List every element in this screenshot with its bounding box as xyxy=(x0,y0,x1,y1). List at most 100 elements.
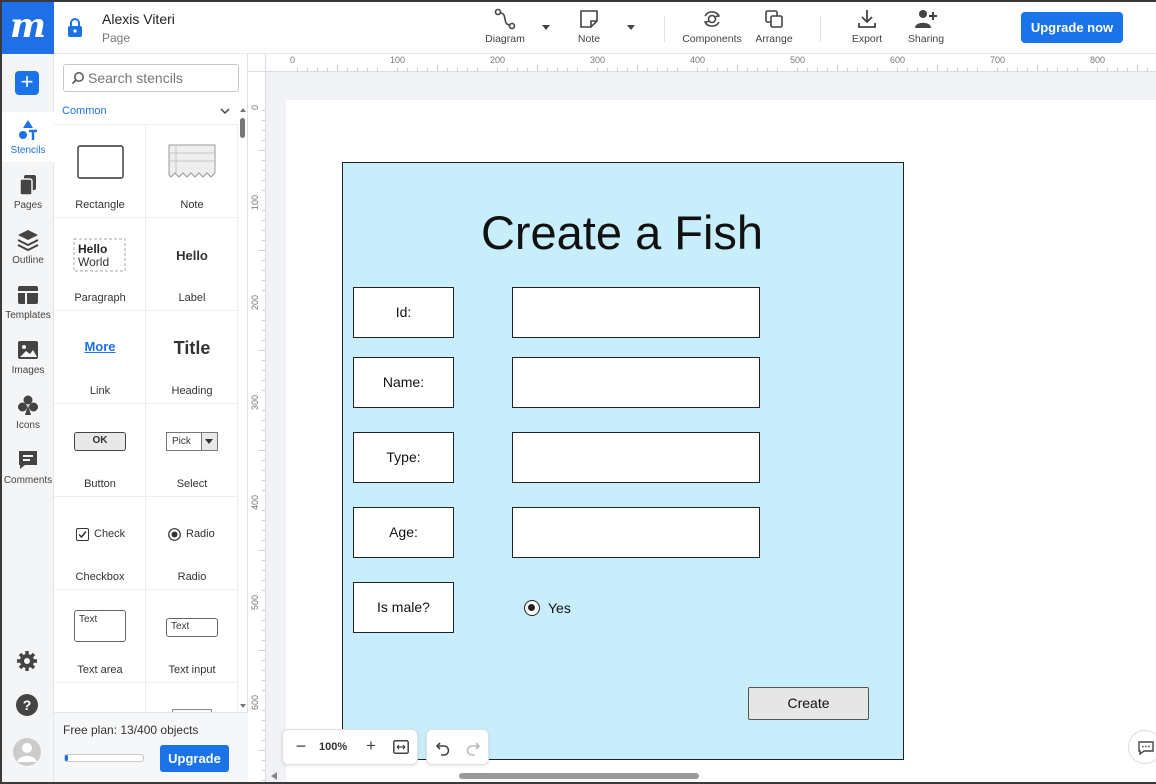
stencil-more-1[interactable] xyxy=(54,683,146,712)
ruler-h-minor-tick xyxy=(657,68,658,71)
export-button[interactable]: Export xyxy=(848,8,886,50)
ruler-v-minor-tick xyxy=(262,370,265,371)
stencil-text-area[interactable]: Text Text area xyxy=(54,590,146,683)
ruler-h-minor-tick xyxy=(517,68,518,71)
mockup-label-name[interactable]: Name: xyxy=(353,357,454,408)
stencil-grid: Rectangle Note Hello World Paragraph Hel… xyxy=(54,124,238,712)
stencil-paragraph[interactable]: Hello World Paragraph xyxy=(54,218,146,311)
note-button[interactable]: Note xyxy=(570,8,608,50)
stencil-label: Note xyxy=(180,199,204,211)
search-input[interactable] xyxy=(88,68,236,88)
diagram-button[interactable]: Diagram xyxy=(484,8,526,50)
ruler-v-minor-tick xyxy=(262,310,265,311)
document-title[interactable]: Alexis Viteri xyxy=(102,11,175,27)
document-subtitle: Page xyxy=(102,31,131,45)
mockup-label-is-male[interactable]: Is male? xyxy=(353,582,454,633)
ruler-h-minor-tick xyxy=(1017,68,1018,71)
rail-item-outline[interactable]: Outline xyxy=(2,222,54,272)
ruler-v-minor-tick xyxy=(262,170,265,171)
canvas-page[interactable]: Create a Fish Id: Name: Type: Age: Is ma… xyxy=(286,100,1156,782)
stencil-label: Button xyxy=(84,478,116,490)
rail-item-stencils[interactable]: Stencils xyxy=(2,112,54,162)
ruler-h-minor-tick xyxy=(807,68,808,71)
mockup-form[interactable]: Create a Fish Id: Name: Type: Age: Is ma… xyxy=(342,162,904,760)
help-icon[interactable]: ? xyxy=(15,693,39,717)
arrange-button[interactable]: Arrange xyxy=(753,8,795,50)
scroll-left-arrow-icon[interactable] xyxy=(270,771,278,781)
panel-scrollbar-thumb[interactable] xyxy=(240,118,245,138)
ruler-h-minor-tick xyxy=(567,68,568,71)
mockup-radio[interactable] xyxy=(524,600,540,616)
stencil-note[interactable]: Note xyxy=(146,125,238,218)
fit-to-screen-icon[interactable] xyxy=(393,740,409,754)
logo[interactable]: m xyxy=(2,2,54,54)
lock-icon[interactable] xyxy=(66,18,84,38)
ruler-h-minor-tick xyxy=(797,68,798,71)
components-button[interactable]: Components xyxy=(681,8,743,50)
panel-scrollbar[interactable] xyxy=(238,106,248,710)
ruler-v-minor-tick xyxy=(259,450,265,451)
images-icon xyxy=(18,341,38,359)
mockup-label-age[interactable]: Age: xyxy=(353,507,454,558)
upgrade-now-button[interactable]: Upgrade now xyxy=(1021,12,1123,43)
ruler-h-minor-tick xyxy=(457,68,458,71)
ruler-h-minor-tick xyxy=(727,68,728,71)
mockup-title[interactable]: Create a Fish xyxy=(480,206,764,259)
stencil-checkbox[interactable]: Check Checkbox xyxy=(54,497,146,590)
mockup-radio-label[interactable]: Yes xyxy=(548,600,571,616)
stencil-button[interactable]: OK Button xyxy=(54,404,146,497)
mockup-input-type[interactable] xyxy=(512,432,760,483)
stencil-label-item[interactable]: Hello Label xyxy=(146,218,238,311)
rail-item-templates[interactable]: Templates xyxy=(2,277,54,327)
stencil-select[interactable]: Pick Select xyxy=(146,404,238,497)
select-preview: Pick xyxy=(166,432,218,451)
rail-item-pages[interactable]: Pages xyxy=(2,167,54,217)
rail-item-images[interactable]: Images xyxy=(2,332,54,382)
upgrade-button[interactable]: Upgrade xyxy=(160,745,229,772)
ruler-v-minor-tick xyxy=(262,760,265,761)
sharing-button[interactable]: Sharing xyxy=(905,8,947,50)
mockup-input-age[interactable] xyxy=(512,507,760,558)
canvas-area[interactable]: Create a Fish Id: Name: Type: Age: Is ma… xyxy=(248,54,1156,782)
zoom-level[interactable]: 100% xyxy=(319,741,348,753)
undo-icon[interactable] xyxy=(435,740,451,756)
diagram-caret-icon[interactable] xyxy=(541,22,551,32)
ruler-h-minor-tick xyxy=(947,68,948,71)
ruler-v-minor-tick xyxy=(262,530,265,531)
ruler-h-minor-tick xyxy=(397,68,398,71)
ruler-h-minor-tick xyxy=(597,68,598,71)
ruler-h-minor-tick xyxy=(1117,68,1118,71)
ruler-h-tick: 600 xyxy=(890,55,906,65)
ruler-h-minor-tick xyxy=(1107,68,1108,71)
zoom-in-button[interactable]: + xyxy=(366,736,376,755)
rail-item-comments[interactable]: Comments xyxy=(2,442,54,492)
mockup-input-id[interactable] xyxy=(512,287,760,338)
ruler-v-tick: 600 xyxy=(250,694,260,710)
mockup-label-type[interactable]: Type: xyxy=(353,432,454,483)
stencil-search[interactable] xyxy=(63,64,239,92)
stencil-radio[interactable]: Radio Radio xyxy=(146,497,238,590)
rail-item-icons[interactable]: Icons xyxy=(2,387,54,437)
horizontal-scrollbar-thumb[interactable] xyxy=(459,773,699,779)
note-caret-icon[interactable] xyxy=(626,22,636,32)
stencil-text-input[interactable]: Text Text input xyxy=(146,590,238,683)
chat-button[interactable] xyxy=(1128,730,1156,764)
mockup-label-id[interactable]: Id: xyxy=(353,287,454,338)
ruler-h-minor-tick xyxy=(697,68,698,71)
add-button[interactable]: + xyxy=(15,71,39,95)
ruler-h-minor-tick xyxy=(427,68,428,71)
settings-gear-icon[interactable] xyxy=(15,649,39,673)
redo-icon[interactable] xyxy=(465,740,481,756)
category-header[interactable]: Common xyxy=(54,100,238,122)
zoom-out-button[interactable]: − xyxy=(295,736,307,756)
plan-footer: Free plan: 13/400 objects Upgrade xyxy=(54,712,248,782)
stencil-link[interactable]: More Link xyxy=(54,311,146,404)
mockup-create-button[interactable]: Create xyxy=(748,687,869,720)
mockup-input-name[interactable] xyxy=(512,357,760,408)
avatar[interactable] xyxy=(12,737,42,767)
stencil-more-2[interactable] xyxy=(146,683,238,712)
ruler-h-minor-tick xyxy=(307,68,308,71)
stencil-heading[interactable]: Title Heading xyxy=(146,311,238,404)
stencil-rectangle[interactable]: Rectangle xyxy=(54,125,146,218)
ruler-v-minor-tick xyxy=(262,690,265,691)
